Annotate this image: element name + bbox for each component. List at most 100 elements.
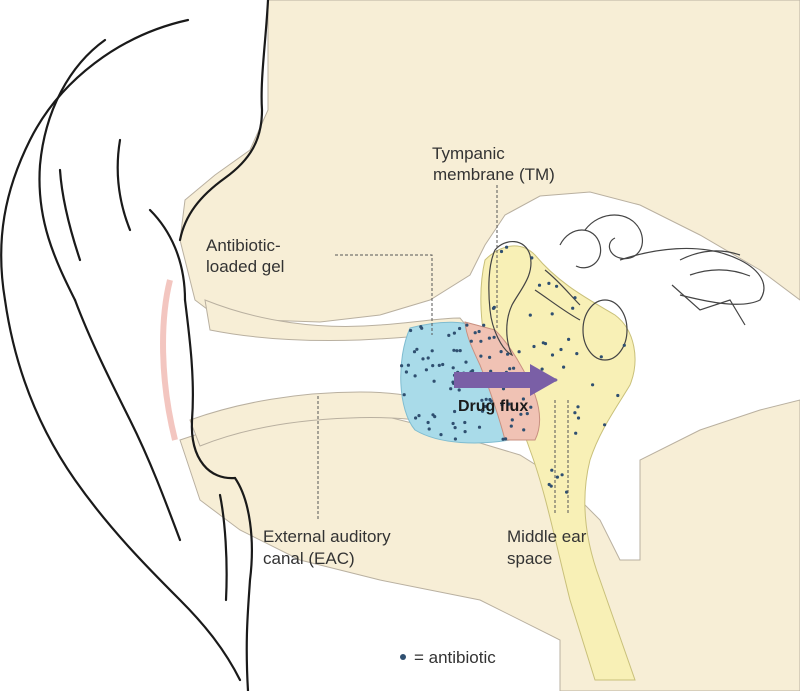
antibiotic-dot <box>565 490 569 494</box>
antibiotic-dot <box>547 482 551 487</box>
antibiotic-dot <box>488 355 492 359</box>
antibiotic-dot <box>555 284 559 288</box>
antibiotic-dot <box>505 245 509 249</box>
antibiotic-dot <box>509 424 513 428</box>
antibiotic-dot <box>431 364 435 368</box>
antibiotic-dot <box>574 431 578 435</box>
antibiotic-dot <box>451 380 455 384</box>
antibiotic-dot <box>603 423 607 427</box>
antibiotic-dot <box>543 342 548 346</box>
antibiotic-dot <box>415 347 419 351</box>
antibiotic-dot <box>402 393 406 397</box>
antibiotic-dot <box>441 362 445 367</box>
antibiotic-dot <box>517 350 521 354</box>
legend-dot <box>400 654 406 660</box>
antibiotic-dot <box>530 256 534 260</box>
eac-label-line1: External auditory <box>263 527 391 546</box>
antibiotic-dot <box>479 339 483 343</box>
antibiotic-dot <box>453 437 457 441</box>
antibiotic-dot <box>447 333 451 337</box>
antibiotic-dot <box>432 379 436 383</box>
antibiotic-dot <box>550 353 555 357</box>
antibiotic-dot <box>471 369 475 373</box>
antibiotic-dot <box>488 398 492 402</box>
inner-ear-structures <box>488 214 765 361</box>
gel-label-line2: loaded gel <box>206 257 284 276</box>
antibiotic-dot <box>529 405 533 409</box>
antibiotic-dot <box>480 409 485 413</box>
antibiotic-dot <box>506 352 510 356</box>
antibiotic-dot <box>458 349 462 353</box>
antibiotic-dot <box>412 350 417 354</box>
antibiotic-dot <box>573 296 577 300</box>
antibiotic-dots <box>400 245 626 494</box>
antibiotic-dot <box>404 370 408 374</box>
antibiotic-dot <box>419 325 423 329</box>
antibiotic-dot <box>519 412 523 416</box>
antibiotic-dot <box>571 306 575 310</box>
antibiotic-dot <box>484 397 488 401</box>
antibiotic-dot <box>417 414 421 418</box>
antibiotic-dot <box>424 368 428 372</box>
tm-label-line2: membrane (TM) <box>433 165 555 184</box>
middle-ear-label-line1: Middle ear <box>507 527 587 546</box>
antibiotic-dot <box>473 331 477 335</box>
antibiotic-dot <box>492 335 496 339</box>
antibiotic-dot <box>480 398 484 402</box>
antibiotic-dot <box>449 387 453 391</box>
middle-ear-label-line2: space <box>507 549 552 568</box>
antibiotic-dot <box>482 323 486 327</box>
antibiotic-dot <box>431 413 435 417</box>
drug-flux-arrow <box>454 364 558 396</box>
tm-label-line1: Tympanic <box>432 144 505 163</box>
gel-label-line1: Antibiotic- <box>206 236 281 255</box>
antibiotic-dot <box>622 343 626 347</box>
antibiotic-dot <box>463 430 467 434</box>
antibiotic-dot <box>555 475 560 479</box>
pinna-outline <box>0 0 270 691</box>
antibiotic-dot <box>537 283 542 287</box>
antibiotic-dot <box>616 393 620 398</box>
antibiotic-dot <box>451 421 455 426</box>
antibiotic-dot <box>575 352 579 356</box>
antibiotic-dot <box>591 383 595 387</box>
antibiotic-dot <box>508 367 512 371</box>
antibiotic-dot <box>430 349 434 353</box>
antibiotic-dot <box>414 416 418 420</box>
antibiotic-dot <box>550 468 554 472</box>
antibiotic-dot <box>413 374 417 378</box>
antibiotic-dot <box>406 363 410 367</box>
drug-flux-label: Drug flux <box>458 398 528 415</box>
antibiotic-dot <box>479 354 483 358</box>
antibiotic-dot <box>457 388 461 392</box>
legend: = antibiotic <box>400 648 496 667</box>
antibiotic-dot <box>499 350 503 354</box>
antibiotic-dot <box>525 412 529 416</box>
antibiotic-dot <box>426 356 430 360</box>
antibiotic-dot <box>437 363 441 367</box>
antibiotic-dot <box>400 364 404 368</box>
antibiotic-dot <box>451 366 455 370</box>
antibiotic-dot <box>500 403 504 407</box>
antibiotic-dot <box>504 437 508 441</box>
antibiotic-dot <box>540 367 544 371</box>
antibiotic-dot <box>483 404 487 409</box>
antibiotic-dot <box>452 331 456 335</box>
antibiotic-dot <box>573 411 577 415</box>
legend-text: = antibiotic <box>414 648 496 667</box>
antibiotic-dot <box>576 416 581 420</box>
antibiotic-dot <box>458 326 462 331</box>
antibiotic-dot <box>547 281 551 285</box>
leader-lines <box>317 185 569 520</box>
eac-label-line2: canal (EAC) <box>263 549 355 568</box>
antibiotic-dot <box>576 405 580 409</box>
ear-canal-entrance <box>160 279 178 441</box>
antibiotic-dot <box>409 328 413 333</box>
antibiotic-dot <box>501 437 505 441</box>
antibiotic-dot <box>522 428 526 432</box>
antibiotic-dot <box>427 427 431 431</box>
antibiotic-dot <box>477 425 482 429</box>
antibiotic-dot <box>550 312 554 316</box>
